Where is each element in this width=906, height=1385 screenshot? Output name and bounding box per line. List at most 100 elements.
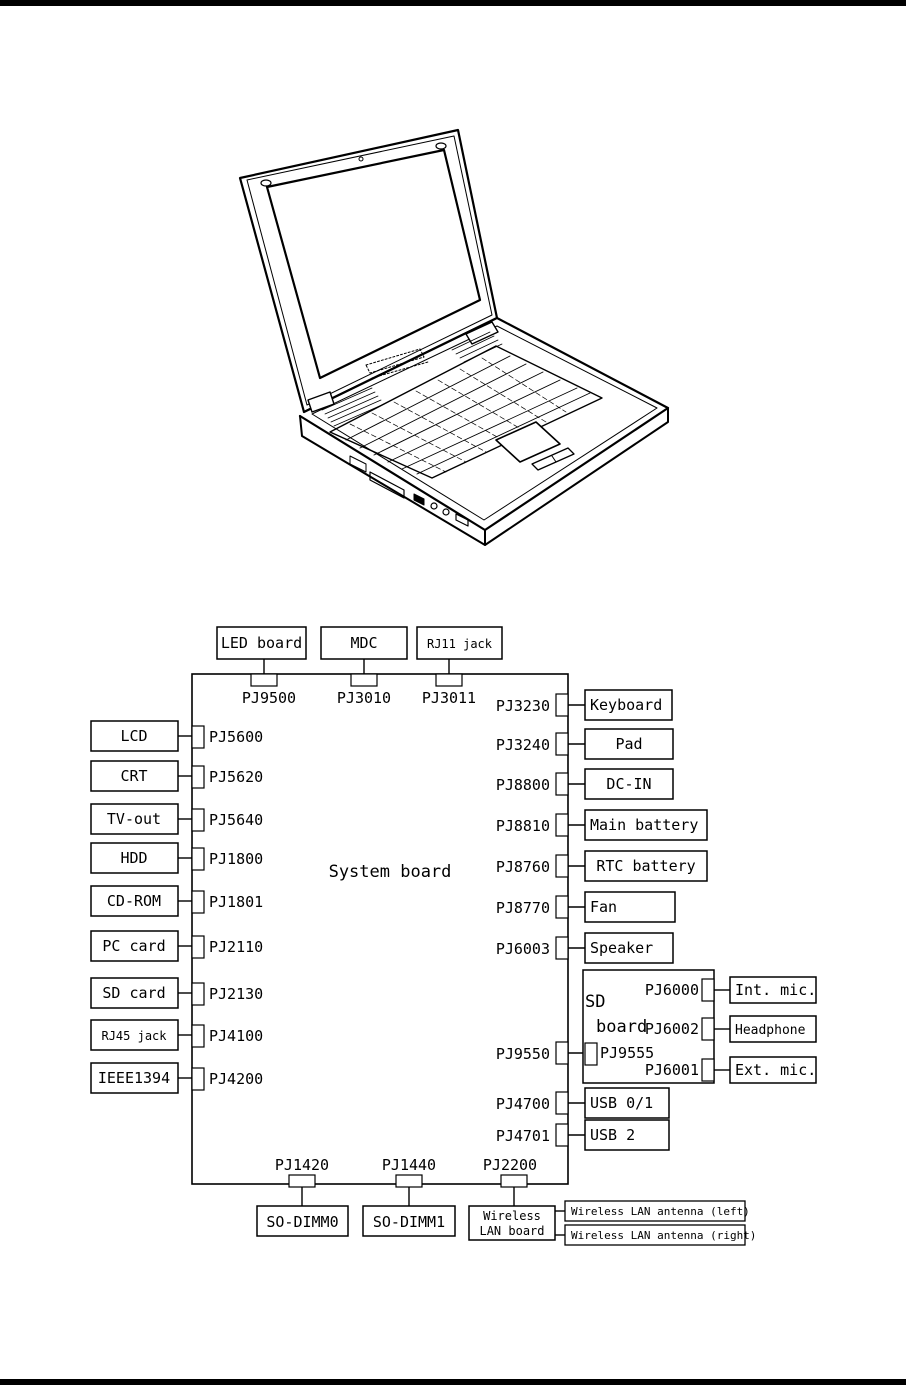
- sd-board-label-line1: SD: [585, 992, 605, 1012]
- intmic-connector: [701, 978, 715, 1002]
- extmic-box: [729, 1056, 817, 1084]
- sodimm0-label: SO-DIMM0: [266, 1213, 338, 1231]
- rj11-conn-label: PJ3011: [422, 689, 476, 707]
- usb2-label: USB 2: [590, 1126, 635, 1144]
- lcd-label: LCD: [120, 727, 147, 745]
- hdd-label: HDD: [120, 849, 147, 867]
- sd-board-conn-label: PJ9555: [600, 1044, 654, 1062]
- fan-conn-label: PJ8770: [496, 899, 550, 917]
- top-rule: [0, 0, 906, 6]
- system-board-box: [191, 673, 569, 1185]
- led-conn-label: PJ9500: [242, 689, 296, 707]
- mainbattery-label: Main battery: [590, 816, 698, 834]
- headphone-label: Headphone: [735, 1023, 806, 1038]
- rj45-label: RJ45 jack: [101, 1029, 167, 1043]
- sodimm1-conn-label: PJ1440: [382, 1156, 436, 1174]
- sodimm1-box: [362, 1205, 456, 1237]
- sodimm1-connector: [395, 1174, 423, 1188]
- rj45-connector: [191, 1024, 205, 1048]
- rtcbattery-box: [584, 850, 708, 882]
- crt-conn-label: PJ5620: [209, 768, 263, 786]
- tvout-box: [90, 803, 179, 835]
- intmic-conn-label: PJ6000: [645, 981, 699, 999]
- mdc-label: MDC: [350, 634, 377, 652]
- rj11-connector: [435, 673, 463, 687]
- crt-label: CRT: [120, 767, 147, 785]
- rj11-box: [416, 626, 503, 660]
- pad-label: Pad: [615, 735, 642, 753]
- usb01-box: [584, 1087, 670, 1119]
- laptop-illustration: [238, 128, 670, 546]
- ieee1394-label: IEEE1394: [98, 1069, 170, 1087]
- wlan-conn-label: PJ2200: [483, 1156, 537, 1174]
- pad-box: [584, 728, 674, 760]
- pad-conn-label: PJ3240: [496, 736, 550, 754]
- extmic-conn-label: PJ6001: [645, 1061, 699, 1079]
- bottom-rule: [0, 1379, 906, 1385]
- speaker-label: Speaker: [590, 939, 653, 957]
- led-label: LED board: [221, 634, 302, 652]
- rj45-box: [90, 1019, 179, 1051]
- pccard-conn-label: PJ2110: [209, 938, 263, 956]
- speaker-conn-label: PJ6003: [496, 940, 550, 958]
- sdboard-connector: [555, 1041, 569, 1065]
- cdrom-connector: [191, 890, 205, 914]
- mdc-conn-label: PJ3010: [337, 689, 391, 707]
- dcin-box: [584, 768, 674, 800]
- hdd-box: [90, 842, 179, 874]
- sd-board-label-line2: board: [596, 1017, 647, 1037]
- usb01-conn-label: PJ4700: [496, 1095, 550, 1113]
- sd-board-box: [582, 969, 715, 1084]
- usb01-label: USB 0/1: [590, 1094, 653, 1112]
- usb2-connector: [555, 1123, 569, 1147]
- antenna-box-0: [564, 1200, 746, 1222]
- sdboard-conn-label: PJ9550: [496, 1045, 550, 1063]
- mdc-connector: [350, 673, 378, 687]
- intmic-box: [729, 976, 817, 1004]
- dcin-conn-label: PJ8800: [496, 776, 550, 794]
- mainbattery-connector: [555, 813, 569, 837]
- crt-box: [90, 760, 179, 792]
- dcin-connector: [555, 772, 569, 796]
- rtcbattery-label: RTC battery: [596, 857, 695, 875]
- keyboard-conn-label: PJ3230: [496, 697, 550, 715]
- extmic-label: Ext. mic.: [735, 1061, 816, 1079]
- speaker-connector: [555, 936, 569, 960]
- speaker-box: [584, 932, 674, 964]
- led-connector: [250, 673, 278, 687]
- hdd-conn-label: PJ1800: [209, 850, 263, 868]
- sd-board-connector: [584, 1042, 598, 1066]
- mdc-box: [320, 626, 408, 660]
- usb2-box: [584, 1119, 670, 1151]
- mainbattery-box: [584, 809, 708, 841]
- sdcard-connector: [191, 982, 205, 1006]
- pccard-box: [90, 930, 179, 962]
- sodimm0-box: [256, 1205, 349, 1237]
- rj11-label: RJ11 jack: [427, 637, 493, 651]
- pccard-label: PC card: [102, 937, 165, 955]
- sdcard-label: SD card: [102, 984, 165, 1002]
- cdrom-label: CD-ROM: [107, 892, 161, 910]
- dcin-label: DC-IN: [606, 775, 651, 793]
- intmic-label: Int. mic.: [735, 981, 816, 999]
- wlan-label-line2: LAN board: [479, 1224, 544, 1238]
- hdd-connector: [191, 847, 205, 871]
- ieee1394-conn-label: PJ4200: [209, 1070, 263, 1088]
- headphone-conn-label: PJ6002: [645, 1020, 699, 1038]
- wlan-box: [468, 1205, 556, 1241]
- rj45-conn-label: PJ4100: [209, 1027, 263, 1045]
- sodimm0-connector: [288, 1174, 316, 1188]
- fan-box: [584, 891, 676, 923]
- keyboard-connector: [555, 693, 569, 717]
- crt-connector: [191, 765, 205, 789]
- tvout-connector: [191, 808, 205, 832]
- usb01-connector: [555, 1091, 569, 1115]
- pad-connector: [555, 732, 569, 756]
- system-board-label: System board: [329, 862, 452, 882]
- sodimm0-conn-label: PJ1420: [275, 1156, 329, 1174]
- lcd-conn-label: PJ5600: [209, 728, 263, 746]
- headphone-connector: [701, 1017, 715, 1041]
- fan-label: Fan: [590, 898, 617, 916]
- led-box: [216, 626, 307, 660]
